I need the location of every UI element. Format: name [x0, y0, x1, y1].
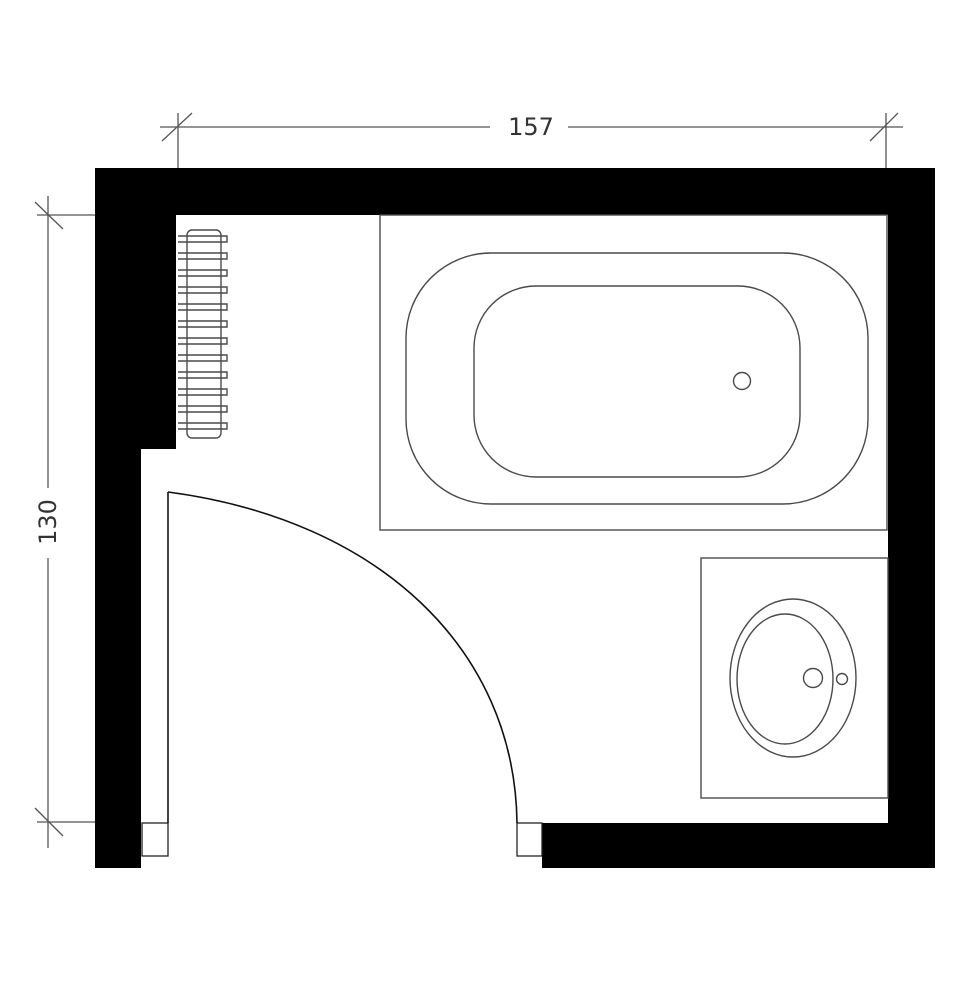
width-label: 157 [508, 113, 554, 141]
tick-mark-icon [161, 112, 193, 142]
radiator-bars [178, 235, 228, 430]
tap-hole-icon [835, 672, 849, 686]
tick-mark-icon [34, 201, 64, 230]
left-jamb [141, 822, 169, 857]
tick-mark-icon [34, 807, 64, 837]
top-wall [95, 168, 935, 215]
left-wall-lower [95, 168, 141, 868]
tick-mark-icon [869, 112, 899, 142]
door-swing-arc [167, 491, 518, 824]
walls [95, 168, 935, 868]
bathtub-rim [405, 252, 869, 505]
towel-radiator [178, 229, 228, 439]
door [167, 491, 518, 824]
bathtub [379, 214, 888, 531]
basin-bowl [736, 613, 834, 745]
right-wall [888, 168, 935, 868]
depth-label: 130 [34, 499, 62, 545]
vanity-counter [700, 557, 889, 799]
basin-rim [729, 598, 857, 758]
washbasin [700, 557, 889, 799]
depth-dimension [34, 196, 95, 848]
bathtub-basin [473, 285, 801, 478]
bathtub-drain-icon [732, 371, 752, 391]
door-jambs [141, 822, 543, 857]
bathtub-surround [379, 214, 888, 531]
right-jamb [516, 822, 543, 857]
width-dimension [160, 112, 903, 168]
basin-drain-icon [802, 667, 824, 689]
bottom-wall [542, 823, 935, 868]
